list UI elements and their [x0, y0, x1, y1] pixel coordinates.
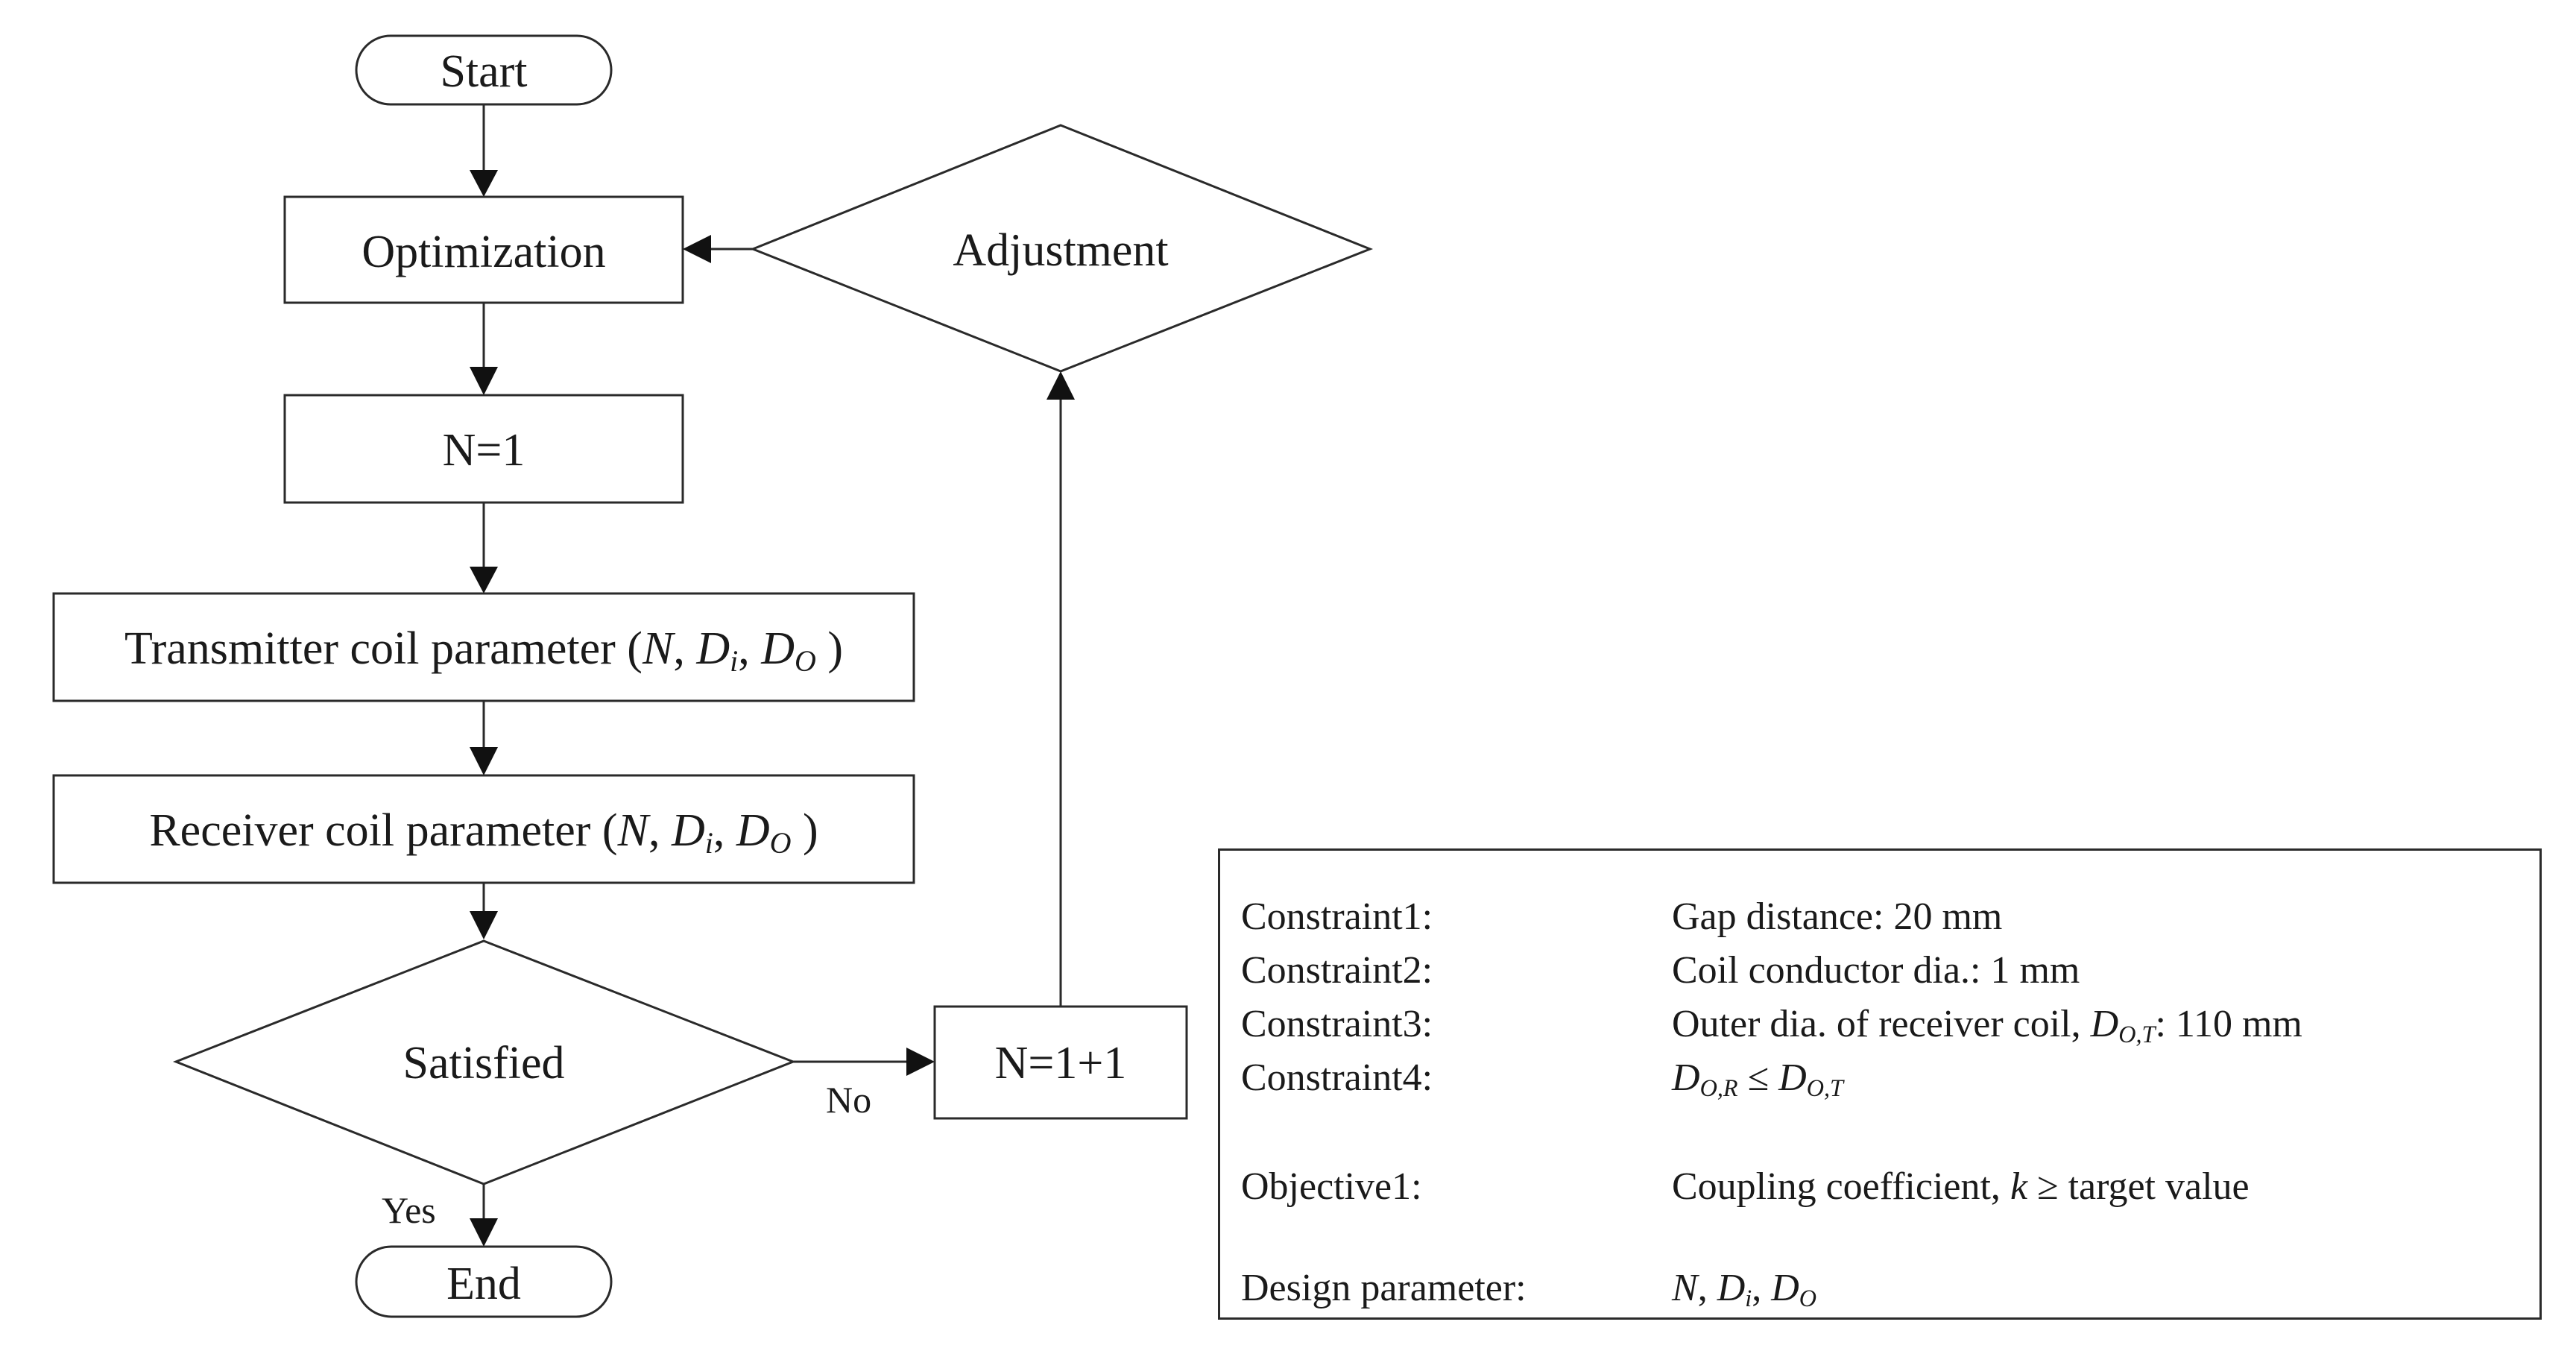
receiver-box	[52, 774, 915, 884]
increment-label: N=1+1	[995, 1038, 1127, 1089]
row-key: Constraint4:	[1241, 1056, 1433, 1099]
row-value: Coupling coefficient, k ≥ target value	[1672, 1165, 2250, 1208]
arrowhead-increment-adjustment	[1046, 371, 1075, 400]
row-value: Coil conductor dia.: 1 mm	[1672, 949, 2080, 992]
constraints-panel: Constraint1: Gap distance: 20 mm Constra…	[1218, 848, 2542, 1320]
arrowhead-satisfied-increment	[906, 1048, 935, 1076]
row-key: Constraint1:	[1241, 895, 1433, 938]
transmitter-box	[52, 592, 915, 702]
row-key: Constraint2:	[1241, 949, 1433, 992]
row-key: Objective1:	[1241, 1165, 1422, 1208]
n-init-box	[283, 394, 684, 504]
row-value: Outer dia. of receiver coil, DO,T: 110 m…	[1672, 1003, 2302, 1048]
arrowhead-transmitter-receiver	[470, 747, 498, 775]
satisfied-label: Satisfied	[403, 1038, 565, 1089]
adjustment-label: Adjustment	[953, 225, 1168, 276]
arrowhead-adjustment-optimization	[683, 235, 711, 263]
constraint-row-2: Constraint2: Coil conductor dia.: 1 mm	[1220, 945, 2539, 997]
row-value: N, Di, DO	[1672, 1267, 1817, 1312]
optimization-box	[283, 195, 684, 304]
transmitter-label: Transmitter coil parameter (N, Di, DO )	[124, 623, 843, 678]
row-key: Design parameter:	[1241, 1267, 1527, 1309]
design-parameter-row: Design parameter: N, Di, DO	[1220, 1262, 2539, 1314]
adjustment-diamond	[749, 124, 1374, 373]
receiver-label: Receiver coil parameter (N, Di, DO )	[149, 805, 818, 860]
row-value: Gap distance: 20 mm	[1672, 895, 2003, 938]
objective-row-1: Objective1: Coupling coefficient, k ≥ ta…	[1220, 1161, 2539, 1213]
optimization-label: Optimization	[362, 227, 605, 277]
arrowhead-receiver-satisfied	[470, 911, 498, 939]
n-init-label: N=1	[443, 425, 525, 476]
row-key: Constraint3:	[1241, 1003, 1433, 1045]
arrowhead-n1-transmitter	[470, 567, 498, 593]
arrowhead-start-optimization	[470, 170, 498, 197]
arrowhead-satisfied-end	[470, 1218, 498, 1247]
arrowhead-optimization-n1	[470, 367, 498, 395]
row-value: DO,R ≤ DO,T	[1672, 1056, 1843, 1102]
constraint-row-1: Constraint1: Gap distance: 20 mm	[1220, 891, 2539, 943]
end-label: End	[446, 1259, 521, 1309]
constraint-row-4: Constraint4: DO,R ≤ DO,T	[1220, 1052, 2539, 1104]
constraint-row-3: Constraint3: Outer dia. of receiver coil…	[1220, 998, 2539, 1051]
yes-label: Yes	[382, 1189, 436, 1231]
no-label: No	[826, 1079, 871, 1121]
end-terminator	[355, 1245, 613, 1318]
start-label: Start	[440, 46, 527, 97]
increment-box	[933, 1005, 1188, 1120]
